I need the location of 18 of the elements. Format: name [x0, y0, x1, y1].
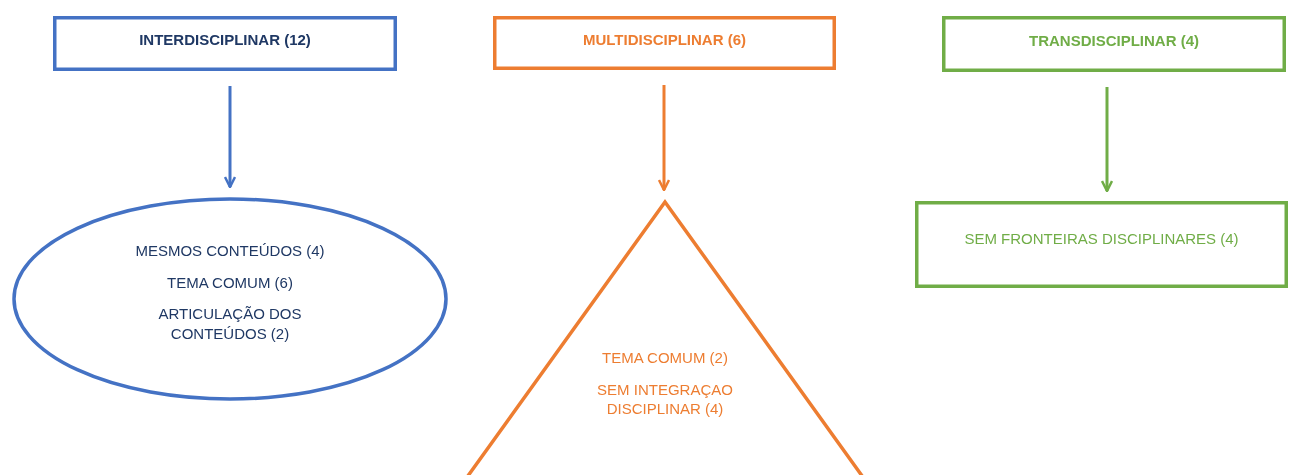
- triangle-node: [465, 200, 865, 475]
- item-text: SEM INTEGRAÇAO DISCIPLINAR (4): [596, 379, 734, 419]
- item-text: TEMA COMUM (2): [602, 348, 728, 368]
- arrow: [1100, 87, 1114, 193]
- item-text: TEMA COMUM (6): [167, 272, 293, 292]
- ellipse-node: [12, 197, 448, 401]
- category-title: INTERDISCIPLINAR (12): [139, 30, 311, 50]
- result-box: [915, 201, 1288, 288]
- category-title: MULTIDISCIPLINAR (6): [582, 30, 746, 50]
- category-box: [942, 16, 1286, 72]
- arrow: [657, 85, 671, 192]
- item-text: MESMOS CONTEÚDOS (4): [135, 241, 325, 261]
- category-box: [493, 16, 836, 70]
- item-text: ARTICULAÇÃO DOS CONTEÚDOS (2): [157, 304, 303, 343]
- category-box: [53, 16, 397, 71]
- item-text: SEM FRONTEIRAS DISCIPLINARES (4): [964, 229, 1239, 249]
- category-title: TRANSDISCIPLINAR (4): [1029, 31, 1199, 51]
- arrow: [223, 86, 237, 189]
